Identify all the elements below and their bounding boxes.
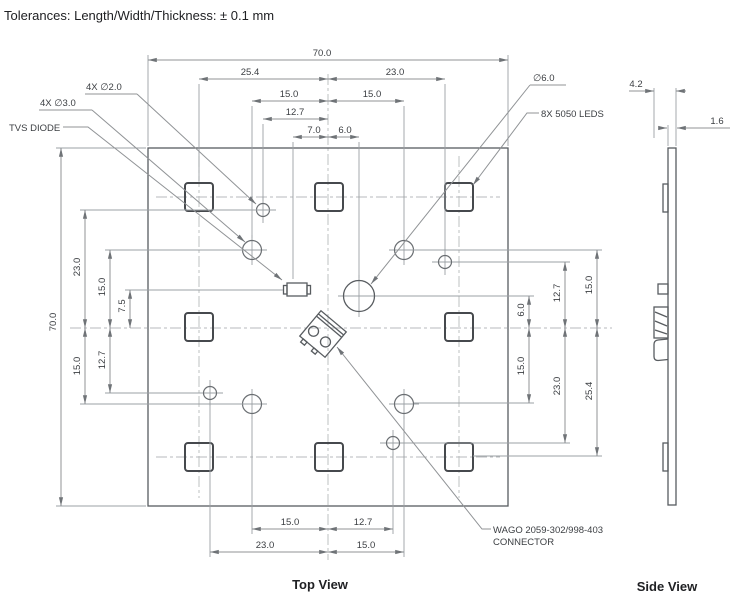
leader-holes-3mm <box>91 109 246 243</box>
dim-12-7-right: 12.7 <box>552 284 563 303</box>
leader-connector <box>336 346 491 530</box>
hole-crosshairs <box>197 197 458 456</box>
dim-15-right-upper: 15.0 <box>584 276 595 295</box>
callout-leds: 8X 5050 LEDS <box>541 109 604 120</box>
mounting-hole-2mm <box>437 254 453 270</box>
side-view-title: Side View <box>637 579 698 594</box>
mounting-hole-3mm <box>393 393 415 415</box>
mounting-hole-2mm <box>385 435 401 451</box>
callout-tvs: TVS DIODE <box>9 123 60 134</box>
leader-tvs <box>63 126 283 281</box>
callouts: 4X ∅2.0 4X ∅3.0 TVS DIODE ∅6.0 8X 5050 L… <box>9 73 604 548</box>
dims-top: 70.0 25.4 23.0 15.0 15.0 12.7 7.0 6.0 <box>147 48 509 279</box>
dims-right: 6.0 15.0 12.7 23.0 15.0 25.4 <box>375 249 602 457</box>
dim-6-top: 6.0 <box>338 125 351 136</box>
dim-15-top-right: 15.0 <box>363 89 382 100</box>
dims-bottom: 15.0 12.7 23.0 15.0 <box>209 402 405 557</box>
top-view-title: Top View <box>292 577 349 592</box>
connector-side-profile <box>653 306 669 362</box>
dim-15-bottom-r2: 15.0 <box>357 540 376 551</box>
dim-7-5-left: 7.5 <box>117 299 128 312</box>
dim-15-top-left: 15.0 <box>280 89 299 100</box>
tvs-side-profile <box>657 283 669 295</box>
dim-6-right: 6.0 <box>516 303 527 316</box>
top-view: 70.0 25.4 23.0 15.0 15.0 12.7 7.0 6.0 <box>9 48 612 592</box>
led-side-profile <box>662 442 669 472</box>
pcb-side-profile <box>667 147 677 506</box>
led-5050 <box>314 442 344 472</box>
led-5050 <box>184 182 214 212</box>
dim-15-left-lower: 15.0 <box>72 357 83 376</box>
leader-leds <box>472 112 539 186</box>
dims-left: 70.0 23.0 15.0 7.5 15.0 12.7 <box>48 147 283 507</box>
dim-25-4-right: 25.4 <box>584 382 595 401</box>
callout-hole-6mm: ∅6.0 <box>533 73 554 84</box>
led-5050 <box>184 312 214 342</box>
dim-12-7-bottom: 12.7 <box>354 517 373 528</box>
dim-15-left-upper: 15.0 <box>97 278 108 297</box>
side-view: 4.2 1.6 Side View <box>629 79 730 594</box>
dim-23-top: 23.0 <box>386 67 405 78</box>
dim-70-left: 70.0 <box>48 313 59 332</box>
center-hole-6mm <box>342 279 376 313</box>
dim-12-7-left: 12.7 <box>97 351 108 370</box>
callout-connector-line1: WAGO 2059-302/998-403 <box>493 525 603 536</box>
pcb-outline <box>147 147 509 507</box>
led-side-profile <box>662 183 669 213</box>
dim-4-2-side: 4.2 <box>629 79 642 90</box>
mounting-holes <box>202 202 453 451</box>
dim-12-7-top: 12.7 <box>286 107 305 118</box>
led-5050 <box>314 182 344 212</box>
led-5050 <box>184 442 214 472</box>
leds-5050 <box>184 182 474 472</box>
callout-holes-3mm: 4X ∅3.0 <box>40 98 76 109</box>
dim-15-bottom-r1: 15.0 <box>281 517 300 528</box>
tvs-diode <box>282 282 312 297</box>
dim-1-6-side: 1.6 <box>710 116 723 127</box>
led-5050 <box>444 312 474 342</box>
mounting-hole-2mm <box>202 385 218 401</box>
dim-7-top: 7.0 <box>307 125 320 136</box>
callout-connector-line2: CONNECTOR <box>493 537 554 548</box>
leader-hole-6mm <box>370 84 531 285</box>
tolerance-note: Tolerances: Length/Width/Thickness: ± 0.… <box>4 8 274 23</box>
dims-side: 4.2 1.6 <box>629 79 730 146</box>
dim-15-right-lower: 15.0 <box>516 357 527 376</box>
leader-holes-2mm <box>136 93 257 205</box>
dim-70-top: 70.0 <box>313 48 332 59</box>
wago-connector <box>298 309 348 359</box>
callout-holes-2mm: 4X ∅2.0 <box>86 82 122 93</box>
centerlines <box>70 74 612 560</box>
dim-23-left: 23.0 <box>72 258 83 277</box>
dim-25-4-top: 25.4 <box>241 67 260 78</box>
dim-23-right: 23.0 <box>552 377 563 396</box>
dim-23-bottom: 23.0 <box>256 540 275 551</box>
